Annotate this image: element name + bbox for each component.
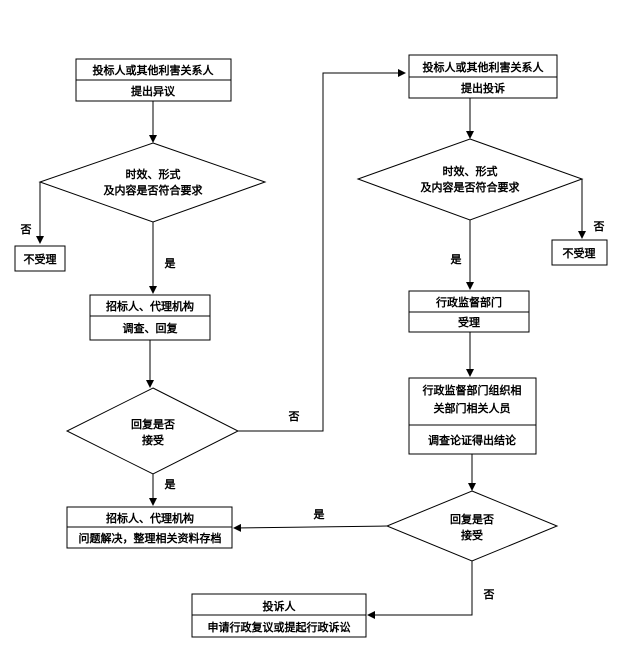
investigate-line2: 调查、回复 bbox=[123, 321, 179, 335]
left-reply-line1: 回复是否 bbox=[131, 417, 175, 431]
arrow-left-reply-no bbox=[238, 69, 406, 432]
right-reject-label: 否 bbox=[593, 220, 605, 233]
archive-line1: 招标人、代理机构 bbox=[106, 511, 194, 525]
complaint-line1: 投标人或其他利害关系人 bbox=[423, 60, 545, 74]
admin-line2: 受理 bbox=[458, 315, 480, 329]
left-check-diamond: 时效、形式 及内容是否符合要求 bbox=[38, 142, 267, 223]
objection-box-line1: 投标人或其他利害关系人 bbox=[93, 63, 215, 77]
investigate-box: 招标人、代理机构 调查、回复 bbox=[89, 294, 211, 341]
archive-box: 招标人、代理机构 问题解决，整理相关资料存档 bbox=[66, 506, 233, 549]
right-check-line2: 及内容是否符合要求 bbox=[421, 180, 521, 194]
left-reply-yes-label: 是 bbox=[164, 478, 177, 491]
admin-line1: 行政监督部门 bbox=[435, 295, 502, 309]
left-check-line2: 及内容是否符合要求 bbox=[104, 183, 204, 197]
admin-box: 行政监督部门 受理 bbox=[408, 290, 530, 333]
right-check-diamond: 时效、形式 及内容是否符合要求 bbox=[356, 138, 584, 221]
left-reject-label: 否 bbox=[20, 223, 32, 236]
right-accept-label: 是 bbox=[450, 253, 463, 266]
organize-box: 行政监督部门组织相 关部门相关人员 调查论证得出结论 bbox=[408, 377, 537, 455]
investigate-line1: 招标人、代理机构 bbox=[106, 299, 194, 313]
left-accept-label: 是 bbox=[164, 257, 177, 270]
right-reply-line1: 回复是否 bbox=[450, 512, 494, 526]
arrow-right-reply-yes bbox=[233, 523, 388, 532]
objection-box-line2: 提出异议 bbox=[131, 84, 176, 98]
archive-line2: 问题解决，整理相关资料存档 bbox=[79, 531, 222, 545]
right-check-line1: 时效、形式 bbox=[443, 164, 498, 178]
final-line1: 投诉人 bbox=[263, 599, 297, 613]
right-reject-text: 不受理 bbox=[563, 246, 596, 260]
complaint-line2: 提出投诉 bbox=[461, 81, 505, 95]
organize-line1: 行政监督部门组织相 bbox=[422, 383, 522, 397]
left-check-line1: 时效、形式 bbox=[126, 167, 181, 181]
left-reply-diamond: 回复是否 接受 bbox=[65, 387, 240, 475]
arrow-right-reply-no bbox=[367, 561, 473, 619]
left-reply-no-label: 否 bbox=[288, 410, 300, 423]
final-line2: 申请行政复议或提起行政诉讼 bbox=[208, 620, 351, 634]
left-reject-text: 不受理 bbox=[24, 252, 57, 266]
right-reply-diamond: 回复是否 接受 bbox=[385, 490, 559, 562]
complaint-box: 投标人或其他利害关系人 提出投诉 bbox=[408, 54, 558, 99]
right-reply-line2: 接受 bbox=[461, 528, 483, 542]
final-box: 投诉人 申请行政复议或提起行政诉讼 bbox=[191, 593, 367, 638]
right-reject-box: 不受理 bbox=[551, 239, 608, 266]
organize-line3: 调查论证得出结论 bbox=[428, 433, 517, 447]
organize-line2: 关部门相关人员 bbox=[434, 401, 511, 415]
objection-box: 投标人或其他利害关系人 提出异议 bbox=[75, 58, 232, 102]
left-reply-line2: 接受 bbox=[142, 433, 164, 447]
left-reject-box: 不受理 bbox=[14, 245, 66, 272]
right-reply-yes-label: 是 bbox=[313, 508, 326, 521]
right-reply-no-label: 否 bbox=[483, 588, 495, 601]
